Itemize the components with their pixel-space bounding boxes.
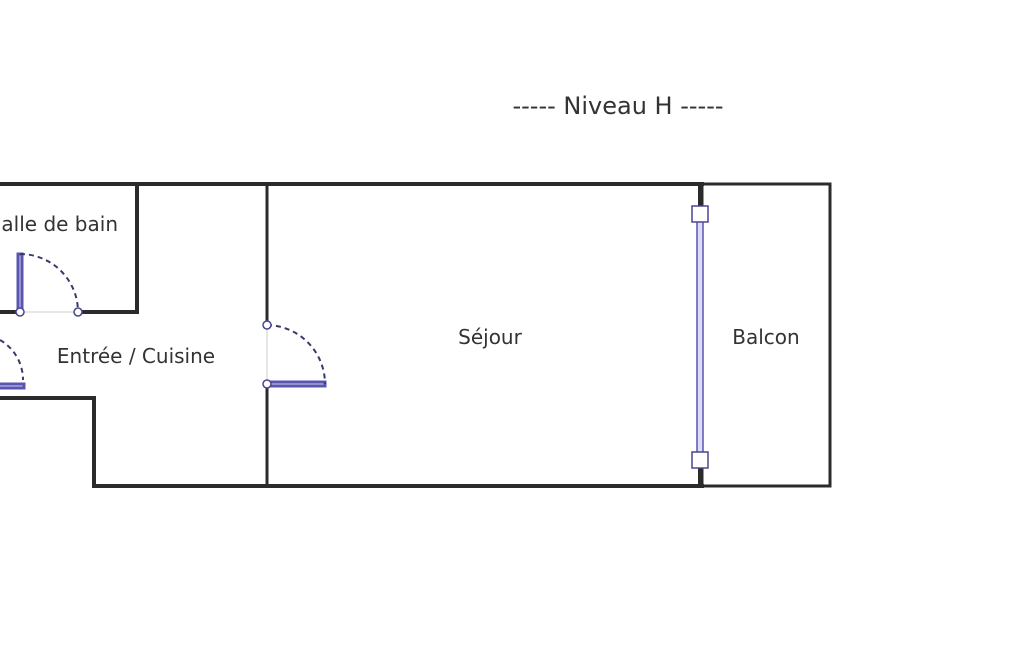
door-leaf (16, 252, 24, 314)
window-handle-bottom (691, 451, 709, 469)
room-label-entry-kitchen: Entrée / Cuisine (57, 344, 215, 368)
walls (0, 182, 832, 488)
window-balcony (691, 205, 709, 469)
door-living (262, 320, 327, 389)
door-swing-arc (19, 253, 79, 313)
door-leaf (0, 382, 26, 390)
room-label-balcony: Balcon (732, 325, 799, 349)
door-swing-arc (266, 324, 326, 385)
room-label-living: Séjour (458, 325, 522, 349)
door-bathroom (15, 252, 83, 317)
level-title: ----- Niveau H ----- (512, 92, 723, 120)
door-swing-arc (0, 339, 25, 381)
room-label-bathroom: alle de bain (1, 212, 118, 236)
window-handle-top (691, 205, 709, 223)
door-leaf (265, 380, 327, 388)
door-entrance (0, 339, 26, 390)
